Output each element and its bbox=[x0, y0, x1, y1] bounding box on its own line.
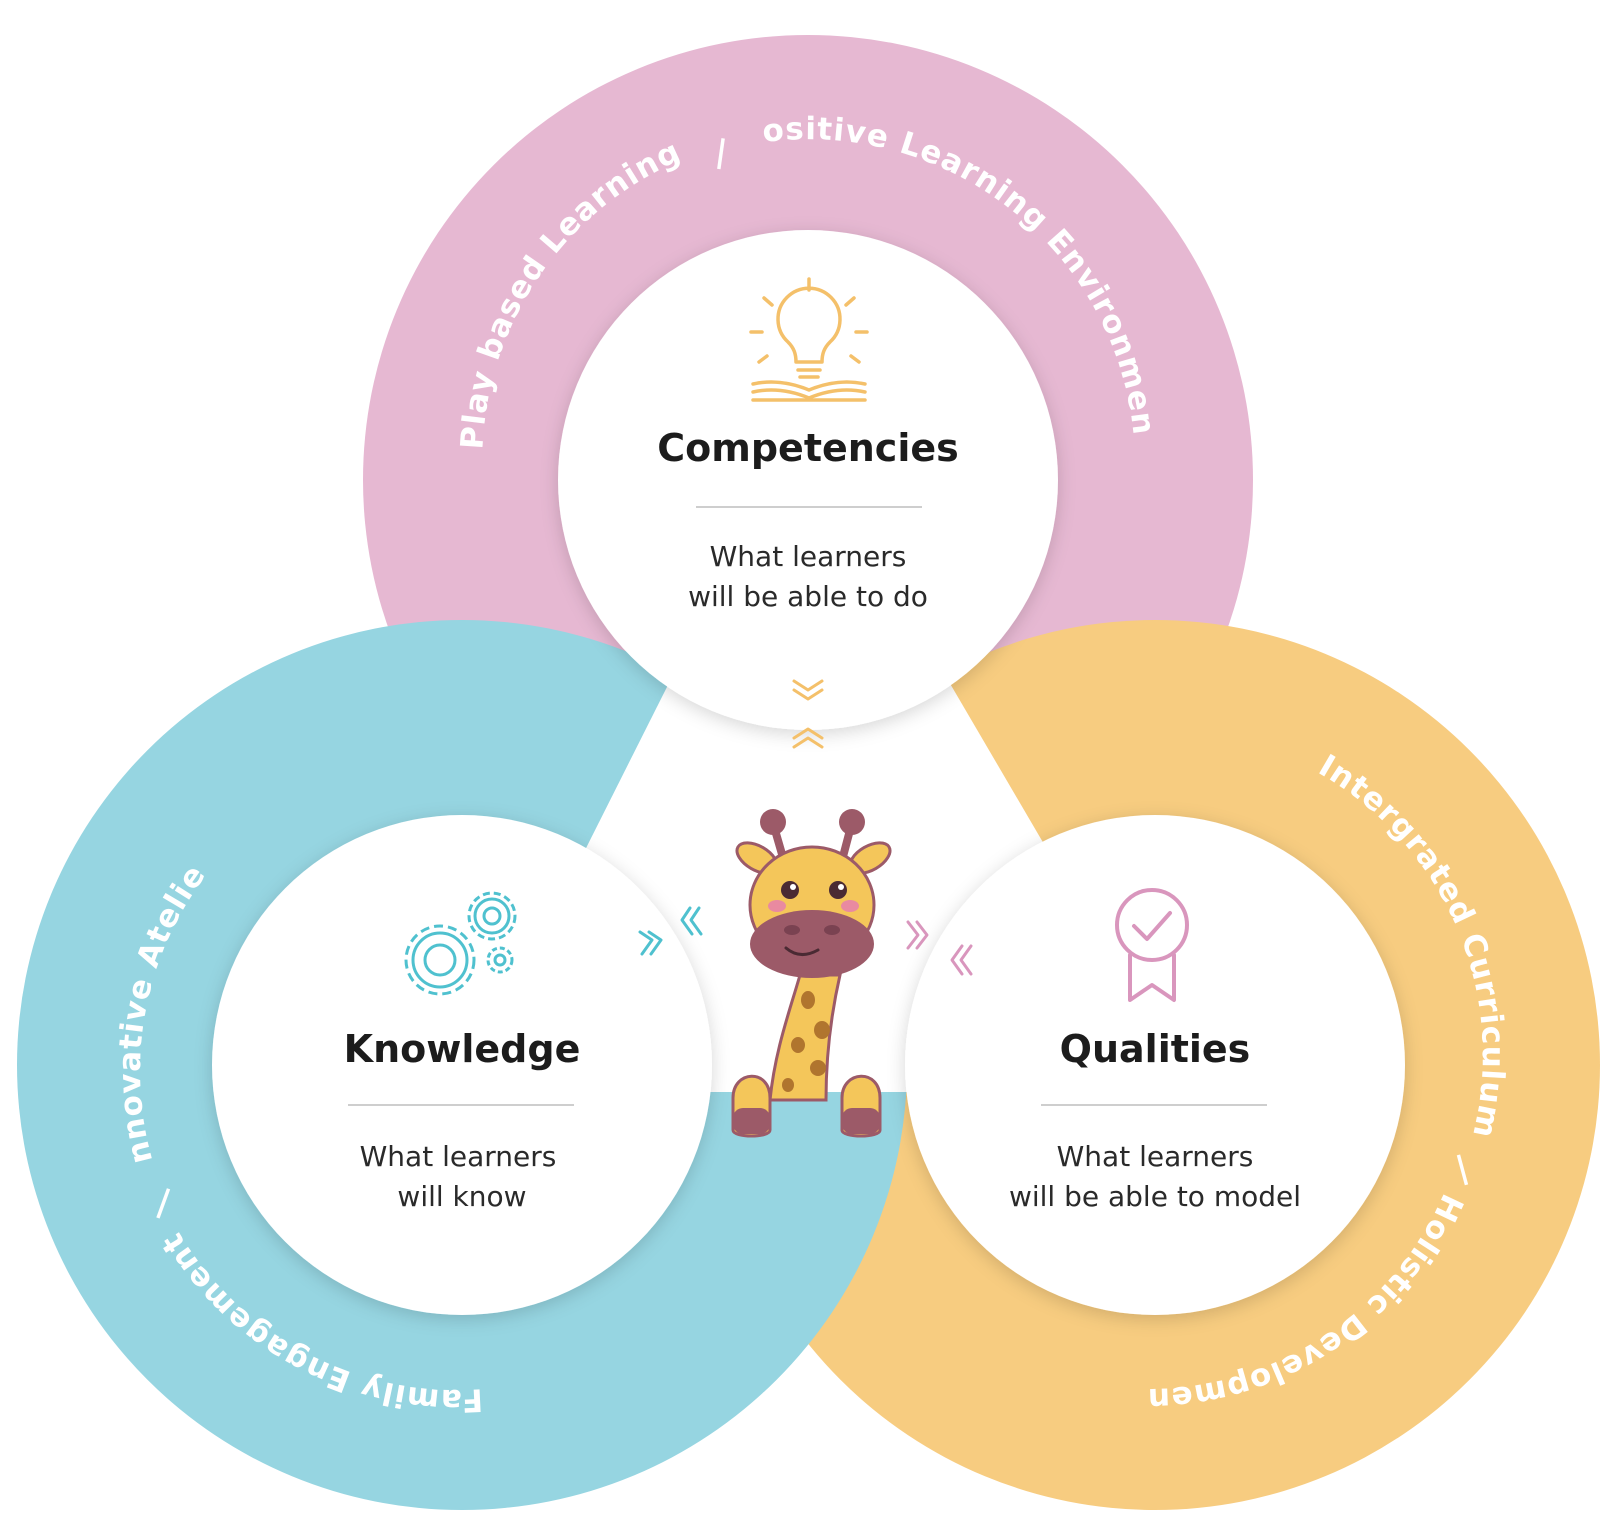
chevron-down-icon bbox=[792, 679, 824, 701]
gears-icon bbox=[404, 891, 517, 996]
center-triangle bbox=[570, 675, 1065, 880]
qualities-title: Qualities bbox=[1060, 1027, 1251, 1071]
knowledge-line-2: will know bbox=[397, 1180, 526, 1213]
competencies-line-1: What learners bbox=[710, 540, 907, 573]
competencies-title: Competencies bbox=[657, 426, 959, 470]
knowledge-line-1: What learners bbox=[360, 1140, 557, 1173]
giraffe-icon bbox=[731, 809, 892, 1138]
competencies-hub bbox=[558, 230, 1058, 730]
chevron-up-icon bbox=[792, 727, 824, 749]
qualities-line-1: What learners bbox=[1057, 1140, 1254, 1173]
ring-separator: | bbox=[713, 133, 730, 170]
competencies-line-2: will be able to do bbox=[688, 580, 928, 613]
award-ribbon-icon bbox=[1115, 888, 1189, 1002]
knowledge-hub bbox=[212, 815, 712, 1315]
lightbulb-book-icon bbox=[749, 277, 869, 402]
qualities-hub bbox=[905, 815, 1405, 1315]
chevron-right-icon bbox=[906, 920, 929, 950]
chevron-right-icon bbox=[638, 930, 663, 956]
chevron-left-icon bbox=[680, 906, 703, 936]
knowledge-title: Knowledge bbox=[344, 1027, 581, 1071]
qualities-line-2: will be able to model bbox=[1009, 1180, 1301, 1213]
chevron-left-icon bbox=[950, 944, 973, 976]
